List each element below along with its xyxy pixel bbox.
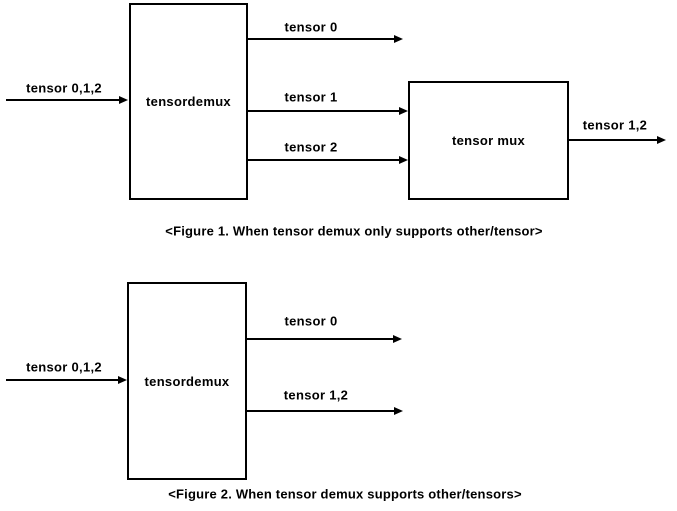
fig1-output-label-tensor0: tensor 0 — [284, 19, 338, 35]
arrowhead-icon — [657, 135, 666, 144]
fig2-output-label-tensor0: tensor 0 — [284, 313, 338, 329]
fig1-tensordemux-box: tensordemux — [129, 3, 248, 200]
fig1-mux-output-label: tensor 1,2 — [582, 117, 648, 133]
arrowhead-icon — [399, 106, 408, 115]
fig1-output-arrow-tensor0 — [248, 34, 403, 44]
fig2-tensordemux-label: tensordemux — [144, 373, 230, 389]
arrow-line — [248, 38, 396, 40]
fig1-input-arrow-label: tensor 0,1,2 — [26, 80, 102, 96]
fig1-output-label-tensor1: tensor 1 — [284, 89, 338, 105]
arrowhead-icon — [118, 375, 127, 384]
arrowhead-icon — [393, 334, 402, 343]
arrowhead-icon — [399, 155, 408, 164]
fig1-mux-output-arrow — [569, 135, 666, 145]
fig1-output-arrow-tensor2 — [248, 155, 408, 165]
fig2-output-label-tensor12: tensor 1,2 — [283, 387, 349, 403]
fig1-caption: <Figure 1. When tensor demux only suppor… — [165, 223, 543, 239]
arrow-line — [248, 110, 401, 112]
arrow-line — [247, 338, 395, 340]
arrowhead-icon — [119, 95, 128, 104]
fig2-output-arrow-tensor12 — [247, 406, 403, 416]
arrow-line — [6, 99, 121, 101]
arrowhead-icon — [394, 34, 403, 43]
fig1-output-arrow-tensor1 — [248, 106, 408, 116]
fig1-output-label-tensor2: tensor 2 — [284, 139, 338, 155]
fig1-tensor-mux-label: tensor mux — [451, 133, 526, 148]
fig2-caption: <Figure 2. When tensor demux supports ot… — [168, 486, 522, 502]
fig2-output-arrow-tensor0 — [247, 334, 402, 344]
fig2-input-arrow — [6, 375, 127, 385]
arrowhead-icon — [394, 406, 403, 415]
arrow-line — [6, 379, 120, 381]
arrow-line — [569, 139, 659, 141]
arrow-line — [248, 159, 401, 161]
fig1-input-arrow — [6, 95, 128, 105]
fig1-tensordemux-label: tensordemux — [146, 94, 231, 109]
arrow-line — [247, 410, 396, 412]
fig2-tensordemux-box: tensordemux — [127, 282, 247, 480]
fig2-input-arrow-label: tensor 0,1,2 — [26, 359, 102, 375]
fig1-tensor-mux-box: tensor mux — [408, 81, 569, 200]
